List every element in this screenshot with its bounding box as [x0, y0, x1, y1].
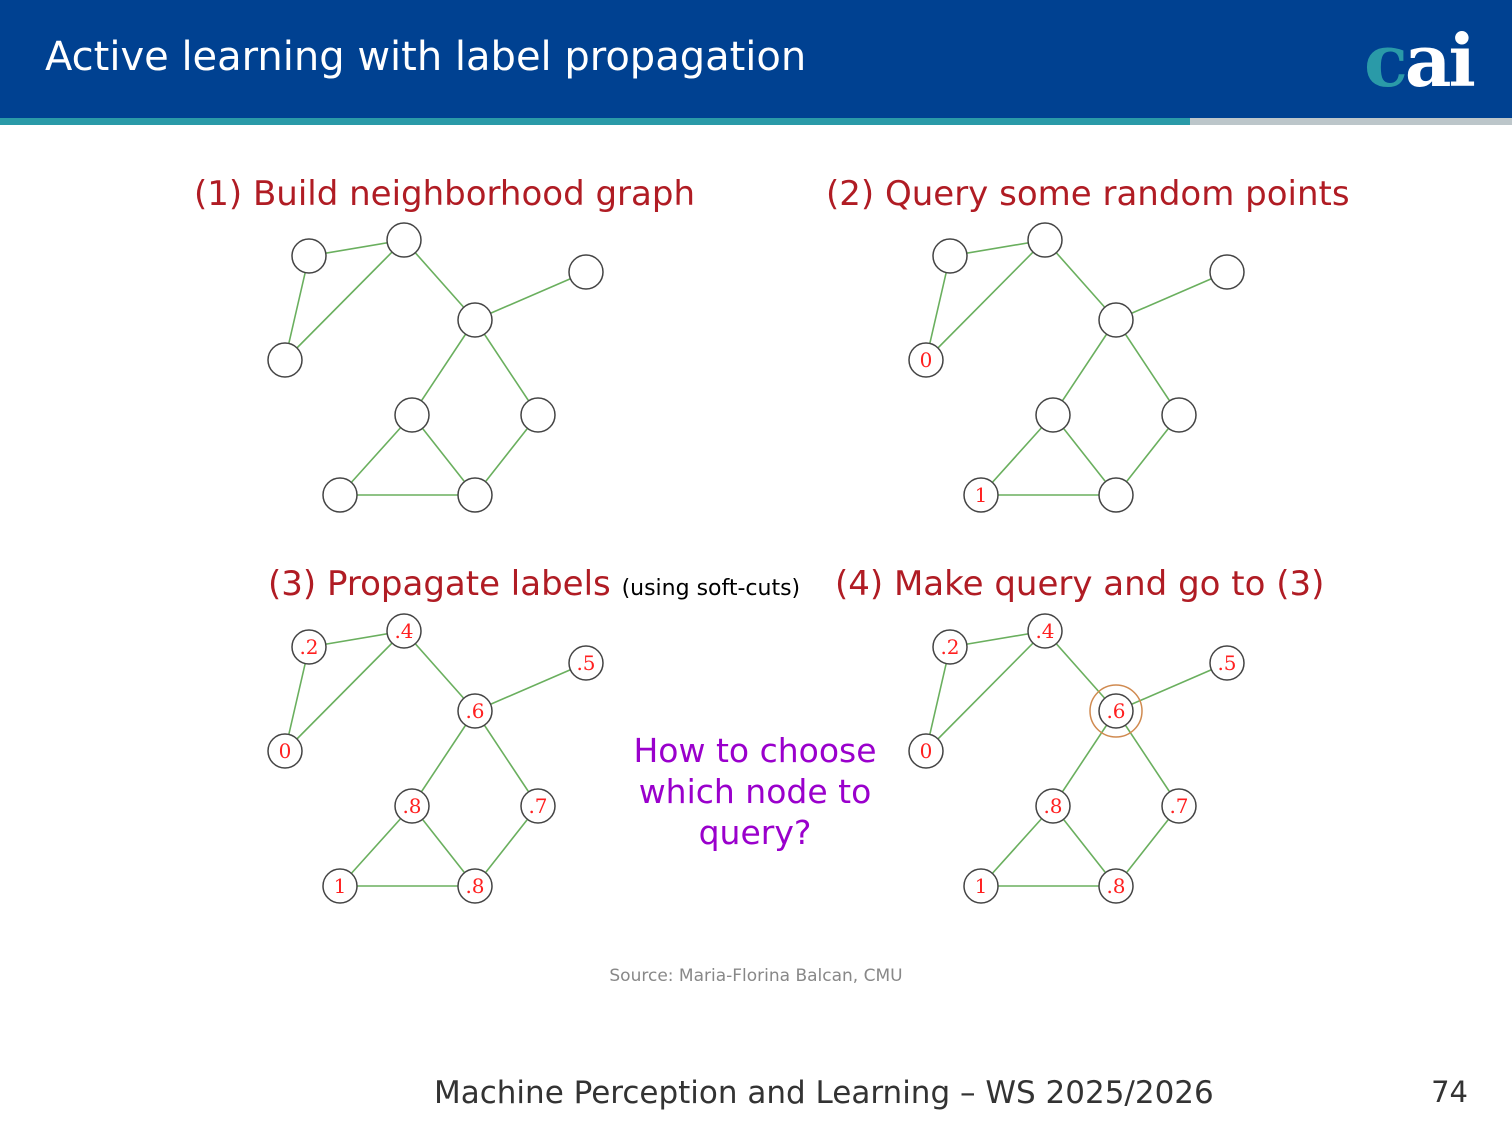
graph-node — [322, 868, 358, 904]
node-label: .2 — [299, 635, 318, 659]
node-label: 1 — [975, 874, 988, 898]
node-label: .8 — [465, 874, 484, 898]
node-label: .8 — [402, 794, 421, 818]
graph-edge — [1115, 271, 1228, 321]
graph-node — [568, 254, 604, 290]
node-label: .4 — [1035, 619, 1054, 643]
panel-3-title: (3) Propagate labels (using soft-cuts) — [268, 564, 801, 604]
accent-bar-grey — [1190, 118, 1512, 125]
graph-node — [1209, 645, 1245, 681]
graph-node — [908, 342, 944, 378]
graph-edge — [411, 319, 476, 416]
graph-node — [291, 629, 327, 665]
node-label: .8 — [1106, 874, 1125, 898]
graph-node — [267, 342, 303, 378]
graph-node — [908, 733, 944, 769]
node-label: 0 — [279, 739, 292, 763]
graph-edge — [1052, 710, 1117, 807]
graph-edge — [474, 710, 539, 807]
graph-node — [1098, 477, 1134, 513]
graph-node — [1098, 693, 1134, 729]
graph-edge — [925, 630, 1046, 752]
graph-node — [1161, 788, 1197, 824]
graph-edge — [1115, 662, 1228, 712]
graph-node — [1027, 222, 1063, 258]
graph-edge — [925, 646, 951, 752]
accent-bar — [0, 118, 1190, 125]
graph-edge — [474, 662, 587, 712]
node-label: .2 — [940, 635, 959, 659]
graph-node — [1035, 397, 1071, 433]
graph-node — [1161, 397, 1197, 433]
cai-logo: cai — [1364, 18, 1476, 103]
slide-title: Active learning with label propagation — [45, 34, 807, 80]
node-label: 1 — [334, 874, 347, 898]
panel-2-title: (2) Query some random points — [826, 174, 1350, 214]
graph-edge — [980, 805, 1054, 887]
graph-edge — [339, 414, 413, 496]
node-label: .5 — [1217, 651, 1236, 675]
graph-edge — [284, 630, 405, 752]
node-label: .7 — [1169, 794, 1188, 818]
graph-node — [394, 788, 430, 824]
page-number: 74 — [1431, 1075, 1468, 1109]
node-label: .6 — [465, 699, 484, 723]
graph-edge — [1115, 710, 1180, 807]
node-label: 1 — [975, 483, 988, 507]
graph-edge — [403, 630, 476, 712]
node-label: 0 — [920, 739, 933, 763]
graph-node — [932, 629, 968, 665]
panel-3-note: (using soft-cuts) — [621, 576, 801, 601]
node-label: .5 — [576, 651, 595, 675]
graph-node — [568, 645, 604, 681]
graph-edge — [1115, 319, 1180, 416]
graph-node — [1209, 254, 1245, 290]
graph-node — [1027, 613, 1063, 649]
graph-node — [386, 613, 422, 649]
graph-edge — [925, 239, 1046, 361]
graph-node — [963, 868, 999, 904]
graph-node — [291, 238, 327, 274]
graph-edge — [284, 646, 310, 752]
panel-4-title: (4) Make query and go to (3) — [835, 564, 1325, 604]
graph-node — [457, 477, 493, 513]
graph-edge — [403, 239, 476, 321]
graph-edge — [1044, 239, 1117, 321]
graph-edge — [474, 319, 539, 416]
graph-node — [963, 477, 999, 513]
graph-node — [520, 397, 556, 433]
graph-edge — [925, 255, 951, 361]
graph-node — [457, 693, 493, 729]
node-label: .8 — [1043, 794, 1062, 818]
header-bar: Active learning with label propagation c… — [0, 0, 1512, 118]
graph-node — [322, 477, 358, 513]
node-label: 0 — [920, 348, 933, 372]
node-label: .7 — [528, 794, 547, 818]
graph-node — [932, 238, 968, 274]
graph-node — [1035, 788, 1071, 824]
graph-edge — [1052, 319, 1117, 416]
panel-1-title: (1) Build neighborhood graph — [194, 174, 696, 214]
graph-edge — [980, 414, 1054, 496]
graph-node — [267, 733, 303, 769]
graph-node — [457, 302, 493, 338]
graph-edge — [284, 255, 310, 361]
graph-edge — [474, 271, 587, 321]
graph-edge — [411, 710, 476, 807]
graph-node — [1098, 302, 1134, 338]
footer-course: Machine Perception and Learning – WS 202… — [434, 1075, 1214, 1111]
graph-node — [1098, 868, 1134, 904]
node-label: .4 — [394, 619, 413, 643]
graph-node — [520, 788, 556, 824]
source-caption: Source: Maria-Florina Balcan, CMU — [609, 966, 903, 986]
graph-node — [394, 397, 430, 433]
question-text: How to choose which node to query? — [633, 731, 877, 852]
graph-node — [457, 868, 493, 904]
graph-node — [386, 222, 422, 258]
graph-edge — [339, 805, 413, 887]
query-highlight-ring — [1089, 684, 1143, 738]
graph-edge — [1044, 630, 1117, 712]
node-label: .6 — [1106, 699, 1125, 723]
graph-edge — [284, 239, 405, 361]
